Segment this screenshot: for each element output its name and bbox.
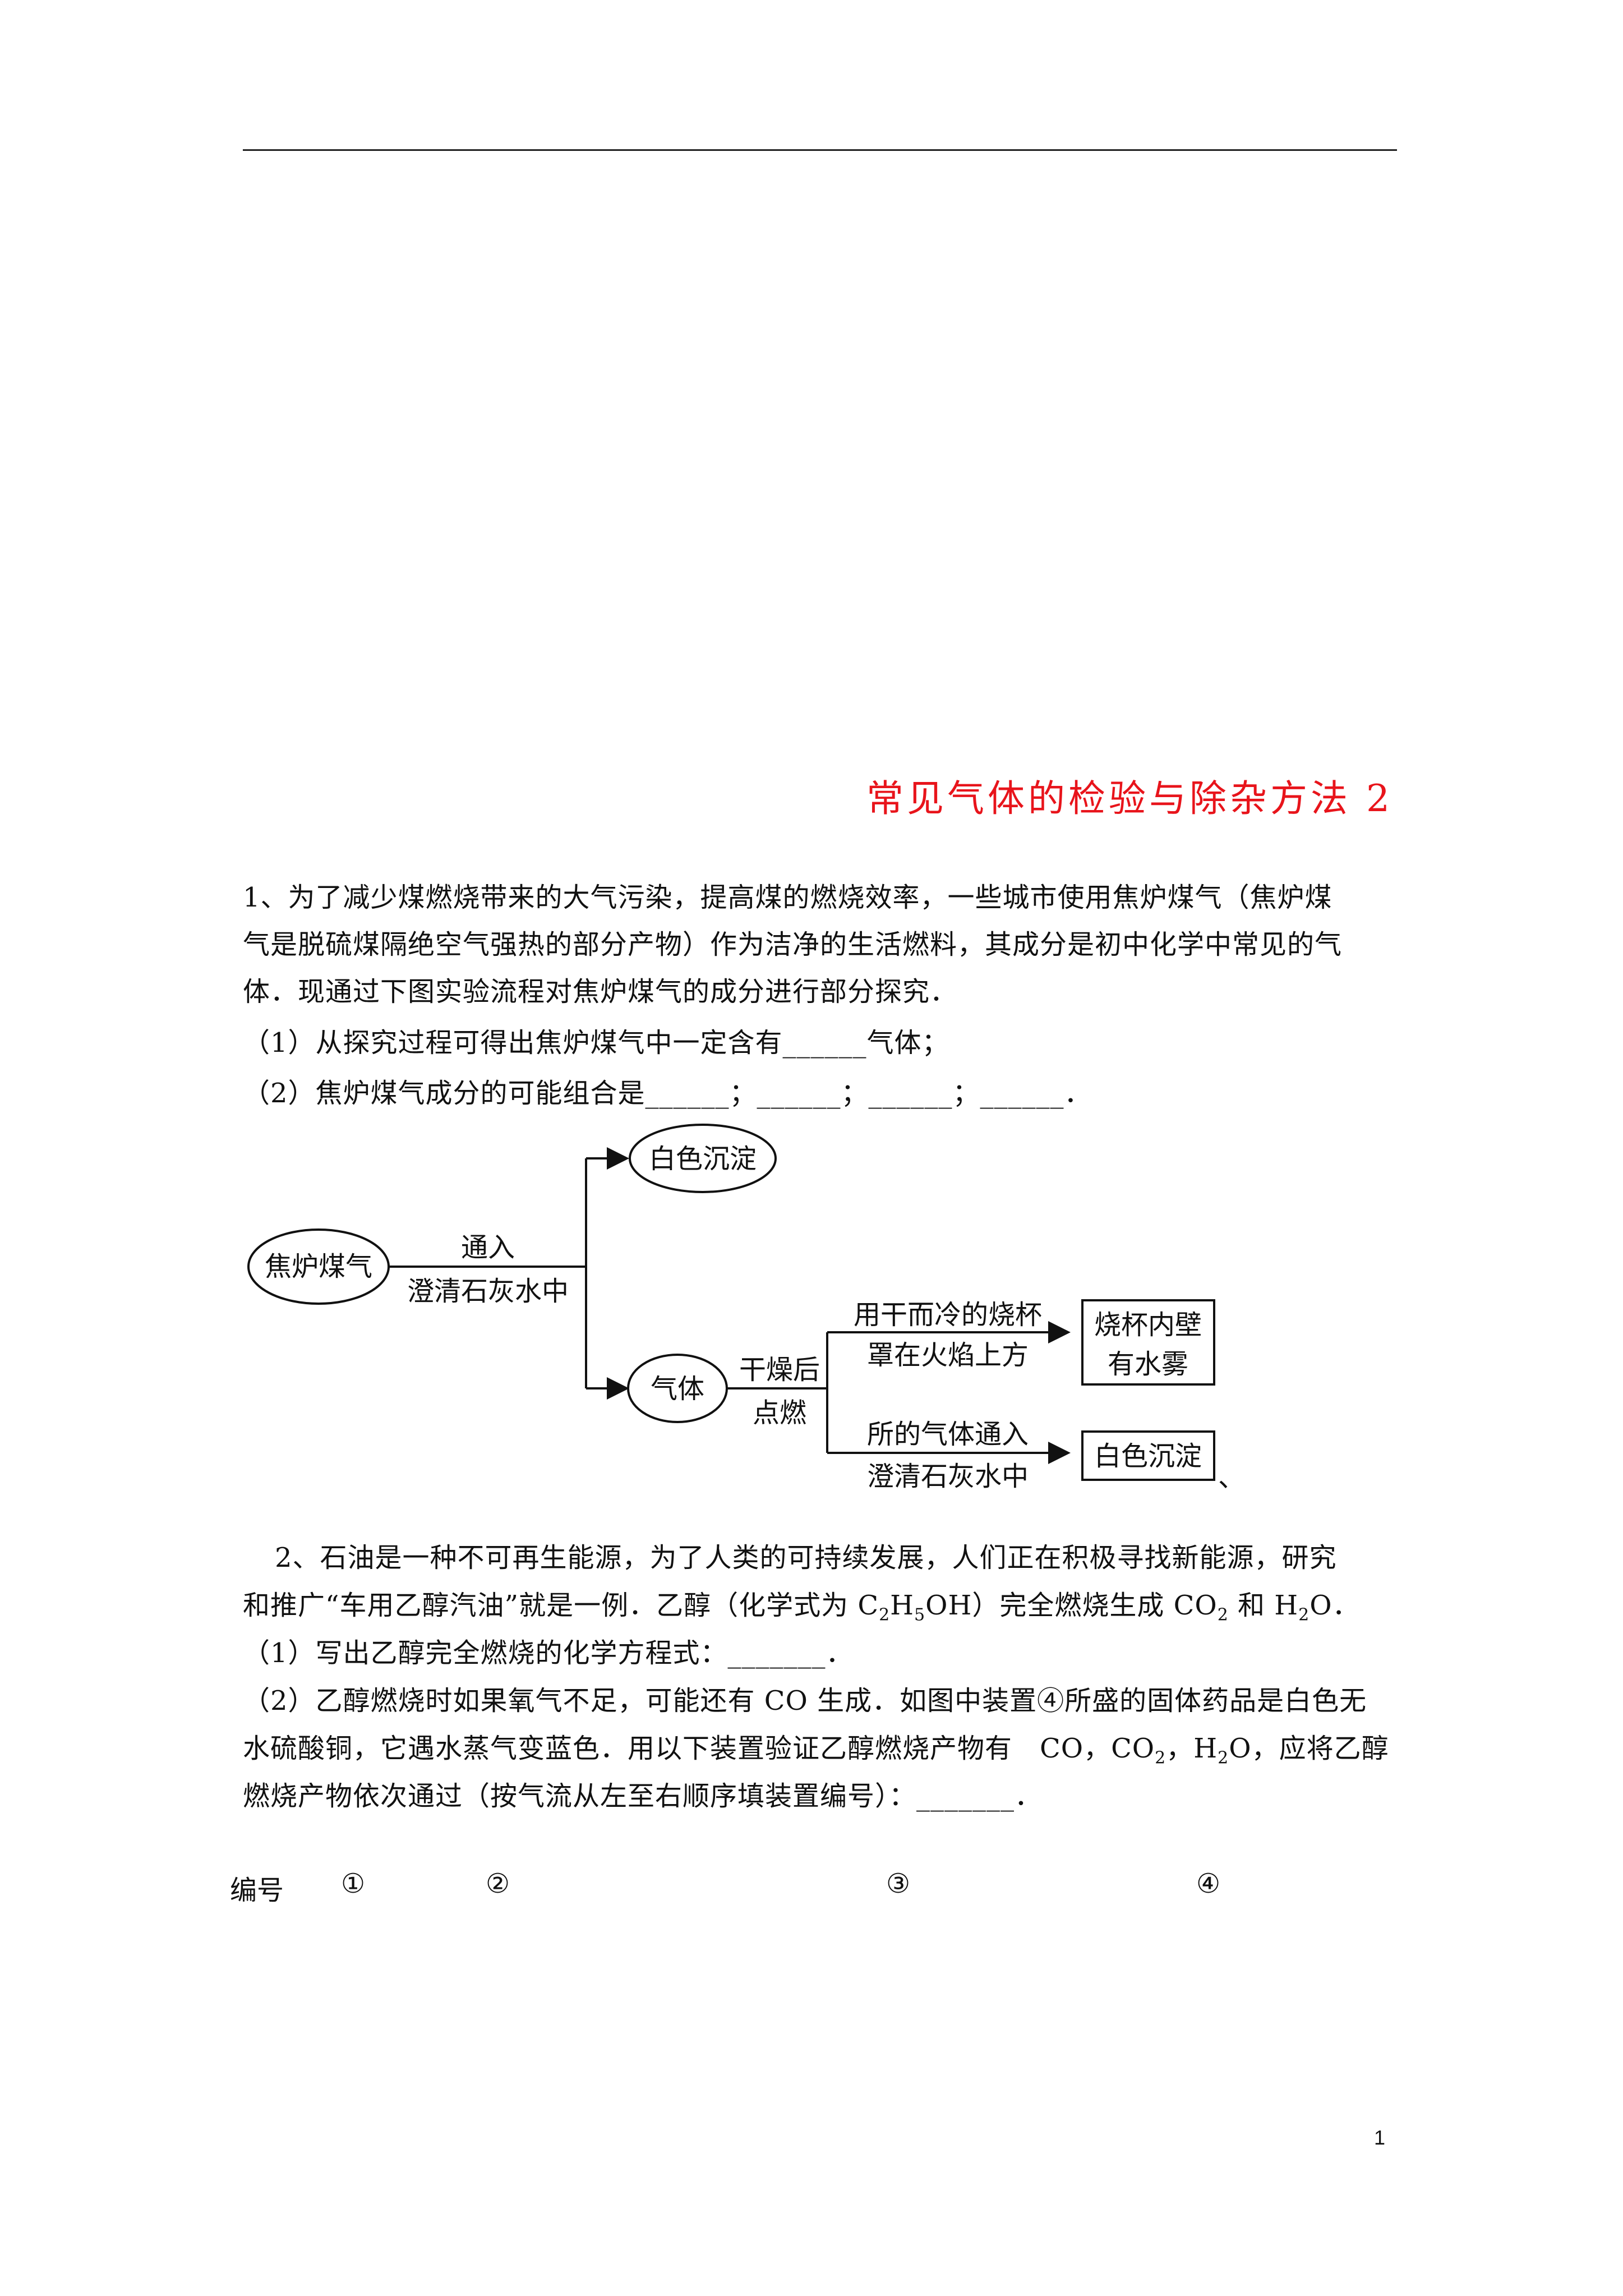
q1-line-1: 1、为了减少煤燃烧带来的大气污染，提高煤的燃烧效率，一些城市使用焦炉煤气（焦炉煤 [243, 882, 1332, 913]
q2-line-2: 和推广“车用乙醇汽油”就是一例．乙醇（化学式为 C2H5OH）完全燃烧生成 CO… [243, 1590, 1360, 1625]
trailing-mark: 、 [1218, 1462, 1245, 1493]
q2-sub-2-line-2: 水硫酸铜，它遇水蒸气变蓝色．用以下装置验证乙醇燃烧产物有 CO，CO2，H2O，… [243, 1733, 1389, 1768]
branch2-top-label: 所的气体通入 [867, 1419, 1029, 1450]
q2-sub-1: （1）写出乙醇完全燃烧的化学方程式：_______． [243, 1637, 854, 1669]
source-label: 焦炉煤气 [265, 1251, 372, 1282]
q1-line-3: 体．现通过下图实验流程对焦炉煤气的成分进行部分探究． [243, 976, 958, 1007]
header-rule [243, 149, 1397, 151]
step1-top-label: 通入 [461, 1232, 515, 1263]
q1-line-2: 气是脱硫煤隔绝空气强热的部分产物）作为洁净的生活燃料，其成分是初中化学中常见的气 [243, 929, 1343, 960]
q2-sub-2-line-3: 燃烧产物依次通过（按气流从左至右顺序填装置编号）：_______． [243, 1780, 1043, 1812]
q2-sub-2-line-1: （2）乙醇燃烧时如果氧气不足，可能还有 CO 生成．如图中装置④所盛的固体药品是… [243, 1685, 1367, 1717]
numbering-label: 编号 [230, 1875, 284, 1906]
precipitate-ellipse [629, 1124, 777, 1193]
step1-bottom-label: 澄清石灰水中 [407, 1276, 569, 1307]
result1-box [1081, 1299, 1215, 1386]
number-2: ② [486, 1868, 510, 1899]
precipitate-label: 白色沉淀 [649, 1143, 757, 1175]
q1-sub-1: （1）从探究过程可得出焦炉煤气中一定含有______气体； [243, 1027, 949, 1059]
result2-label: 白色沉淀 [1094, 1441, 1202, 1472]
branch2-bottom-label: 澄清石灰水中 [867, 1461, 1029, 1492]
step2-top-label: 干燥后 [739, 1354, 820, 1386]
number-3: ③ [886, 1868, 911, 1899]
page-title: 常见气体的检验与除杂方法 2 [866, 777, 1393, 820]
result1-top-label: 烧杯内壁 [1094, 1309, 1202, 1341]
branch1-top-label: 用干而冷的烧杯 [854, 1299, 1042, 1331]
number-1: ① [341, 1868, 366, 1899]
number-4: ④ [1196, 1868, 1221, 1899]
q1-sub-2: （2）焦炉煤气成分的可能组合是______；______；______；____… [243, 1078, 1092, 1109]
branch1-bottom-label: 罩在火焰上方 [867, 1340, 1029, 1371]
result2-box [1081, 1430, 1215, 1481]
q2-line-1: 2、石油是一种不可再生能源，为了人类的可持续发展，人们正在积极寻找新能源，研究 [275, 1542, 1337, 1573]
page-number: 1 [1374, 2126, 1386, 2149]
gas-label: 气体 [651, 1373, 704, 1405]
step2-bottom-label: 点燃 [753, 1397, 806, 1429]
result1-bottom-label: 有水雾 [1108, 1349, 1188, 1380]
